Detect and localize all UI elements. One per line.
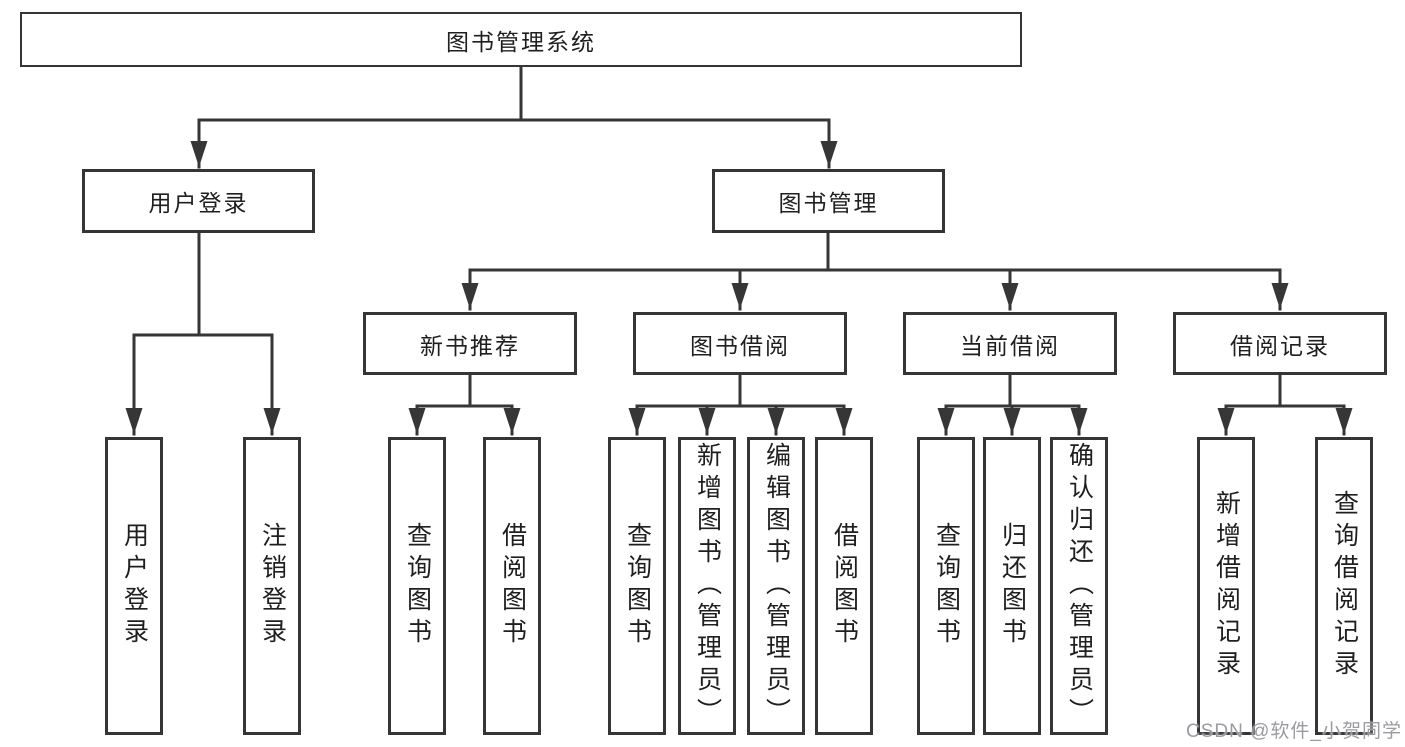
node-user-login-label: 用户登录 [148,190,249,216]
leaf-current-return-books: 归还图书 [983,437,1041,735]
leaf-records-add-record-label: 新增借阅记录 [1212,490,1241,682]
leaf-records-query-record-label: 查询借阅记录 [1330,490,1359,682]
leaf-records-add-record: 新增借阅记录 [1197,437,1255,735]
leaf-logout: 注销登录 [243,437,301,735]
csdn-watermark: CSDN @软件_小贺同学 [1186,721,1402,742]
leaf-current-return-books-label: 归还图书 [998,522,1027,650]
connector-records-split [1224,373,1346,408]
leaf-borrow-edit-books-admin-label: 编辑图书（管理员） [762,442,791,730]
leaf-records-query-record: 查询借阅记录 [1315,437,1373,735]
node-library-system-label: 图书管理系统 [446,28,596,55]
leaf-borrow-borrow-books: 借阅图书 [815,437,873,735]
node-library-system: 图书管理系统 [20,12,1022,67]
node-borrowing-records: 借阅记录 [1173,312,1387,375]
node-current-borrowing-label: 当前借阅 [960,332,1060,359]
connector-root-split [197,65,831,122]
leaf-current-query-books: 查询图书 [917,437,975,735]
node-borrowing-records-label: 借阅记录 [1230,332,1330,359]
leaf-logout-label: 注销登录 [258,522,287,650]
leaf-user-login-label: 用户登录 [120,522,149,650]
connector-borrow-split [635,373,846,408]
leaf-user-login: 用户登录 [105,437,163,735]
leaf-borrow-add-books-admin: 新增图书（管理员） [678,437,736,735]
leaf-current-query-books-label: 查询图书 [932,522,961,650]
leaf-rec-borrow-books-label: 借阅图书 [498,522,527,650]
leaf-borrow-edit-books-admin: 编辑图书（管理员） [747,437,805,735]
leaf-borrow-query-books: 查询图书 [608,437,666,735]
connector-user-login-split [132,231,274,337]
leaf-rec-query-books-label: 查询图书 [403,522,432,650]
leaf-current-confirm-return-admin-label: 确认归还（管理员） [1065,442,1094,730]
node-new-book-recommend-label: 新书推荐 [420,332,520,359]
node-user-login: 用户登录 [82,169,315,233]
leaf-current-confirm-return-admin: 确认归还（管理员） [1050,437,1108,735]
leaf-borrow-add-books-admin-label: 新增图书（管理员） [693,442,722,730]
connector-current-split [944,373,1081,408]
leaf-rec-borrow-books: 借阅图书 [483,437,541,735]
connector-new-rec-split [415,373,514,408]
leaf-borrow-query-books-label: 查询图书 [623,522,652,650]
connector-book-mgmt-split [468,231,1282,272]
node-book-borrowing: 图书借阅 [633,312,847,375]
node-current-borrowing: 当前借阅 [903,312,1117,375]
node-new-book-recommend: 新书推荐 [363,312,577,375]
node-book-management-label: 图书管理 [778,190,879,216]
node-book-management: 图书管理 [712,169,945,233]
leaf-borrow-borrow-books-label: 借阅图书 [830,522,859,650]
node-book-borrowing-label: 图书借阅 [690,332,790,359]
leaf-rec-query-books: 查询图书 [388,437,446,735]
